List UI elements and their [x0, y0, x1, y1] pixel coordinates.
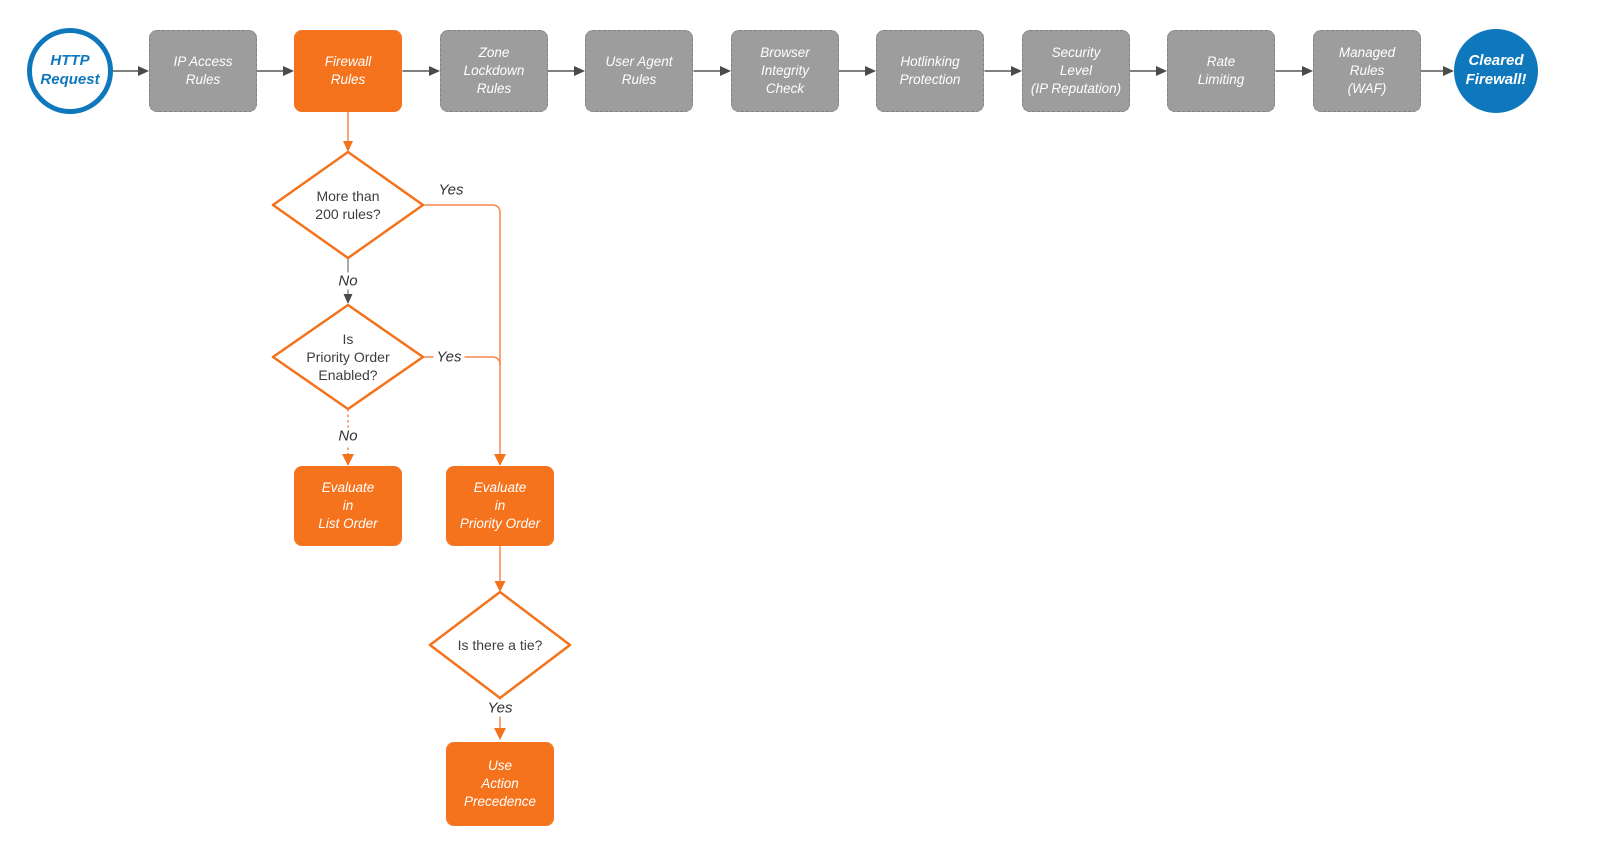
decision-priority-enabled-shape [271, 303, 425, 411]
arrowhead [343, 294, 353, 304]
arrowhead [343, 141, 353, 152]
box-use-action-precedence: Use Action Precedence [446, 742, 554, 826]
edge-label-d2-yes: Yes [433, 348, 465, 366]
arrowhead [494, 728, 506, 740]
edge-label-d1-no: No [335, 272, 361, 290]
edge-label-d2-no: No [335, 427, 361, 445]
pipeline-box-user-agent-rules: User Agent Rules [585, 30, 693, 112]
decision-tie-label: Is there a tie? [457, 636, 543, 653]
pipeline-box-browser-integrity-check: Browser Integrity Check [731, 30, 839, 112]
pipeline-box-security-level: Security Level (IP Reputation) [1022, 30, 1130, 112]
edge-label-d3-yes: Yes [484, 699, 516, 717]
decision-more-rules-shape [271, 150, 425, 260]
pipeline-box-managed-rules-waf: Managed Rules (WAF) [1313, 30, 1421, 112]
edge-label-d1-yes: Yes [435, 181, 467, 199]
decision-more-rules-label: More than 200 rules? [315, 187, 381, 222]
edge-d1-yes [423, 204, 501, 457]
start-node-http-request: HTTP Request [27, 28, 113, 114]
arrowhead [494, 454, 506, 466]
box-evaluate-in-priority-order: Evaluate in Priority Order [446, 466, 554, 546]
pipeline-box-zone-lockdown-rules: Zone Lockdown Rules [440, 30, 548, 112]
edge-d2-yes [423, 356, 501, 366]
edge-top-row-arrowheads [138, 66, 1454, 76]
arrowhead [494, 581, 506, 592]
decision-priority-enabled-label: Is Priority Order Enabled? [306, 330, 390, 384]
pipeline-box-firewall-rules: Firewall Rules [294, 30, 402, 112]
pipeline-box-hotlinking-protection: Hotlinking Protection [876, 30, 984, 112]
pipeline-box-ip-access-rules: IP Access Rules [149, 30, 257, 112]
arrowhead [342, 454, 354, 466]
decision-tie-shape [428, 590, 572, 700]
end-node-cleared-firewall: Cleared Firewall! [1454, 29, 1538, 113]
pipeline-box-rate-limiting: Rate Limiting [1167, 30, 1275, 112]
box-evaluate-in-list-order: Evaluate in List Order [294, 466, 402, 546]
